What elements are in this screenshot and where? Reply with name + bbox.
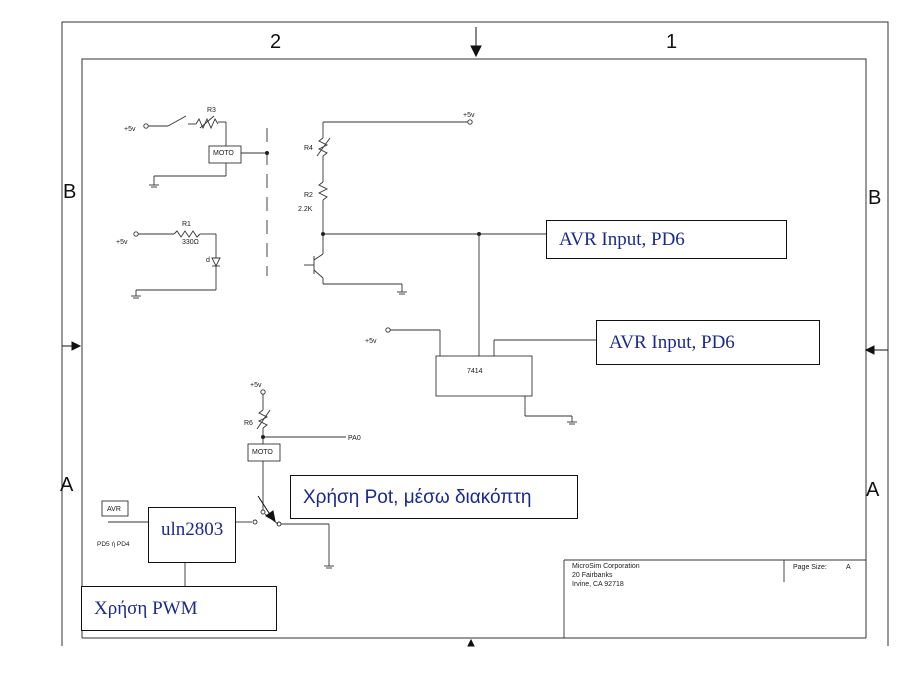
supply-label: +5v: [250, 382, 262, 389]
zone-label-a-left: A: [60, 474, 74, 496]
zone-arrows: [62, 27, 888, 647]
outer-frame: [61, 21, 889, 646]
supply-label: +5v: [116, 239, 128, 246]
supply-label: +5v: [365, 338, 377, 345]
r2-value: 2.2K: [298, 206, 313, 213]
pa0-label: PA0: [348, 435, 361, 442]
zone-label-1: 1: [666, 31, 677, 53]
switch-pointer-arrow: [257, 495, 276, 522]
moto-label-bottom: MOTO: [252, 449, 273, 456]
page-size-value: A: [846, 564, 851, 571]
zone-label-b-right: B: [868, 187, 881, 209]
avr-box-label: AVR: [107, 506, 121, 513]
r1-value: 330Ω: [182, 239, 199, 246]
zone-label-2: 2: [270, 31, 281, 53]
moto-label-top: MOTO: [213, 150, 234, 157]
r2-label: R2: [304, 192, 313, 199]
junction-dots: [261, 151, 481, 439]
inner-frame: [81, 58, 867, 638]
callout-pwm: Χρήση PWM: [81, 586, 277, 631]
r4-label: R4: [304, 145, 313, 152]
supply-label: +5v: [463, 112, 475, 119]
pd-label: PD5 ή PD4: [97, 541, 130, 548]
supply-label: +5v: [124, 126, 136, 133]
callout-avr-input-pd6-top: AVR Input, PD6: [546, 220, 787, 259]
d-label: d: [206, 257, 210, 264]
title-company: MicroSim Corporation: [572, 563, 640, 570]
zone-label-a-right: A: [866, 479, 880, 501]
r6-label: R6: [244, 420, 253, 427]
callout-uln2803: uln2803: [148, 507, 236, 563]
r1-label: R1: [182, 221, 191, 228]
callout-avr-input-pd6-bottom: AVR Input, PD6: [596, 320, 820, 365]
title-address-1: 20 Fairbanks: [572, 572, 613, 579]
title-address-2: Irvine, CA 92718: [572, 581, 624, 588]
r3-label: R3: [207, 107, 216, 114]
ic-7414-label: 7414: [467, 368, 483, 375]
page-size-label: Page Size:: [793, 564, 827, 571]
zone-label-b-left: B: [63, 181, 76, 203]
callout-pot-switch: Χρήση Pot, μέσω διακόπτη: [290, 475, 578, 519]
